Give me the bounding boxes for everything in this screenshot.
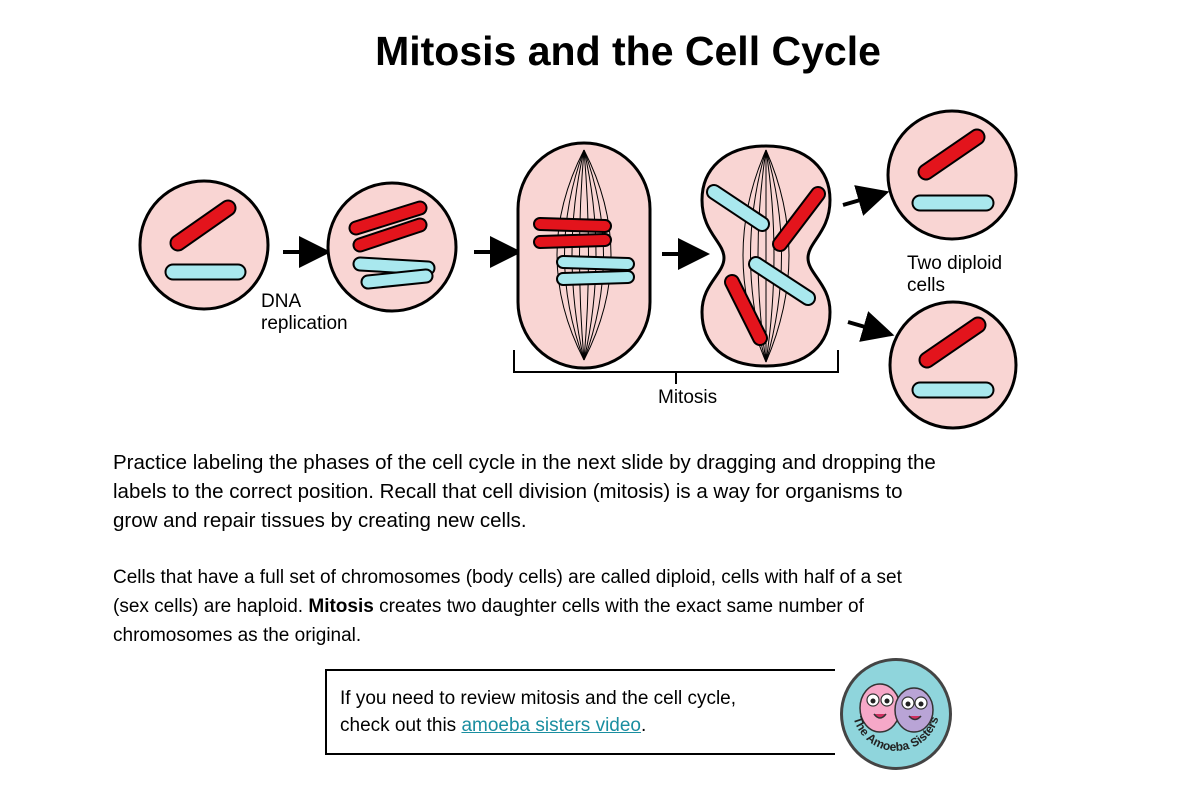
diploid-paragraph: Cells that have a full set of chromosome… — [113, 567, 902, 646]
cell-anaphase — [700, 144, 832, 368]
amoeba-sisters-video-link[interactable]: amoeba sisters video — [461, 715, 641, 736]
cell-metaphase — [516, 141, 652, 370]
cell-initial — [138, 179, 270, 311]
label-dna-replication: DNA replication — [261, 291, 348, 334]
arrow-up-right — [842, 185, 890, 216]
mitosis-bold-term: Mitosis — [308, 596, 374, 617]
mitosis-bracket — [513, 350, 839, 384]
daughter-cell-bottom — [888, 300, 1018, 430]
cell-cycle-diagram — [138, 109, 1018, 430]
review-box: If you need to review mitosis and the ce… — [325, 669, 835, 755]
arrow-down-right — [847, 311, 895, 342]
daughter-cell-top — [886, 109, 1018, 241]
label-mitosis: Mitosis — [658, 387, 718, 408]
page-title: Mitosis and the Cell Cycle — [375, 28, 881, 74]
cell-replicated — [326, 181, 458, 313]
label-two-diploid-cells: Two diploid cells — [907, 253, 1003, 296]
intro-paragraph: Practice labeling the phases of the cell… — [113, 451, 936, 532]
amoeba-sisters-logo: The Amoeba Sisters — [840, 658, 952, 770]
